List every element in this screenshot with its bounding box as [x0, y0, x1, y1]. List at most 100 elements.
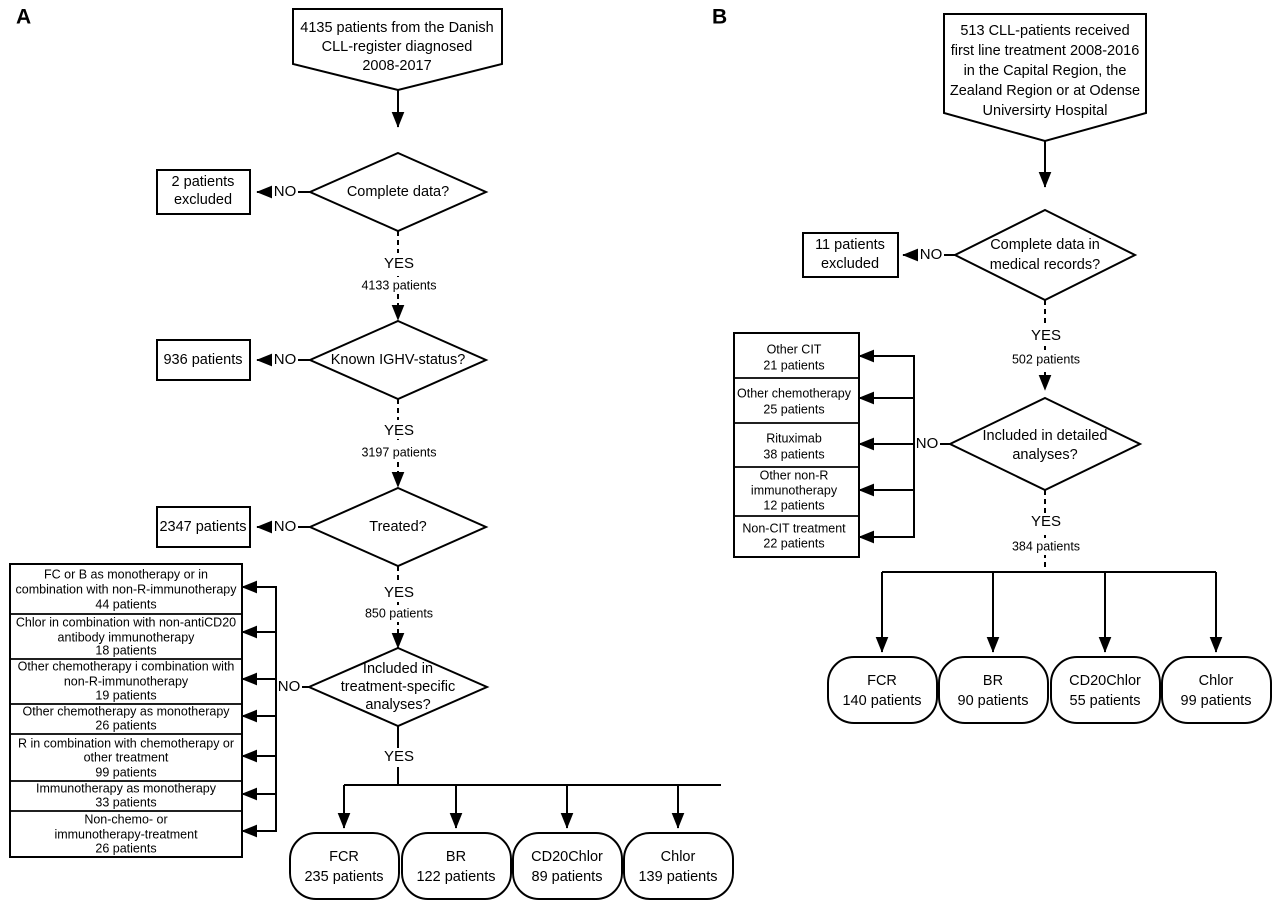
row-line: Non-chemo- or	[84, 812, 167, 826]
panel-b-excluded-row-3: Rituximab 38 patients	[763, 431, 824, 461]
panel-a-excluded-row-6: Immunotherapy as monotherapy 33 patients	[36, 781, 217, 809]
panel-b-outcome-fcr: FCR 140 patients	[827, 656, 938, 724]
panel-a-excluded-box-3	[156, 506, 251, 548]
excluded-2-line-1: 936 patients	[163, 352, 242, 368]
no-label-a-4: NO	[278, 678, 301, 695]
row-line: 38 patients	[763, 447, 824, 461]
row-line: immunotherapy	[751, 483, 838, 497]
source-line-2: first line treatment 2008-2016	[951, 43, 1140, 59]
decision-b1-line-1: Complete data in	[990, 237, 1100, 253]
row-line: Other non-R	[760, 468, 829, 482]
outcome-name: BR	[446, 849, 466, 865]
row-line: 26 patients	[95, 841, 156, 855]
outcome-name: Chlor	[1199, 673, 1234, 689]
decision-2-line-1: Known IGHV-status?	[331, 352, 466, 368]
no-label-a-1: NO	[274, 183, 297, 200]
yes-count-a-1: 4133 patients	[361, 278, 436, 292]
row-line: Other chemotherapy	[737, 386, 852, 400]
excluded-1-line-1: 2 patients	[172, 174, 235, 190]
yes-label-a-1: YES	[384, 255, 414, 272]
panel-b-decision-detailed: Included in detailed analyses?	[947, 396, 1143, 492]
panel-a-decision-ighv: Known IGHV-status?	[307, 319, 489, 401]
row-line: other treatment	[84, 750, 169, 764]
source-line-3: in the Capital Region, the	[964, 63, 1127, 79]
outcome-name: CD20Chlor	[531, 849, 603, 865]
row-line: 18 patients	[95, 643, 156, 657]
row-line: non-R-immunotherapy	[64, 674, 189, 688]
outcome-count: 99 patients	[1181, 693, 1252, 709]
source-line-2: CLL-register diagnosed	[322, 39, 473, 55]
row-line: R in combination with chemotherapy or	[18, 736, 234, 750]
row-line: Other chemotherapy i combination with	[18, 659, 235, 673]
source-line-1: 4135 patients from the Danish	[300, 20, 493, 36]
row-line: 25 patients	[763, 402, 824, 416]
panel-a-excluded-row-4: Other chemotherapy as monotherapy 26 pat…	[22, 704, 230, 732]
yes-label-a-4: YES	[384, 748, 414, 765]
outcome-name: BR	[983, 673, 1003, 689]
decision-3-line-1: Treated?	[369, 519, 427, 535]
outcome-name: FCR	[329, 849, 359, 865]
row-line: Chlor in combination with non-antiCD20	[16, 615, 236, 629]
row-line: Rituximab	[766, 431, 822, 445]
row-line: 44 patients	[95, 597, 156, 611]
panel-b: B 513 CLL-patients received first line t…	[712, 6, 1272, 724]
row-line: Other chemotherapy as monotherapy	[22, 704, 230, 718]
panel-a-excluded-row-5: R in combination with chemotherapy or ot…	[18, 736, 234, 779]
outcome-count: 140 patients	[842, 693, 921, 709]
row-line: 99 patients	[95, 765, 156, 779]
decision-1-line-1: Complete data?	[347, 184, 449, 200]
row-line: 26 patients	[95, 718, 156, 732]
panel-a-excluded-box-2	[156, 339, 251, 381]
panel-b-source-box: 513 CLL-patients received first line tre…	[943, 13, 1147, 143]
row-line: Non-CIT treatment	[742, 521, 846, 535]
outcome-count: 55 patients	[1070, 693, 1141, 709]
decision-4-line-3: analyses?	[365, 697, 430, 713]
panel-a-decision-treated: Treated?	[307, 486, 489, 568]
row-line: FC or B as monotherapy or in	[44, 567, 208, 581]
row-line: Other CIT	[767, 342, 822, 356]
row-line: combination with non-R-immunotherapy	[16, 582, 238, 596]
panel-a-decision-treatment-specific: Included in treatment-specific analyses?	[306, 646, 490, 728]
panel-b-label: B	[712, 6, 727, 29]
panel-a-excluded-row-7: Non-chemo- or immunotherapy-treatment 26…	[54, 812, 198, 855]
excluded-b1-line-2: excluded	[821, 256, 879, 272]
excluded-1-line-2: excluded	[174, 192, 232, 208]
yes-count-a-3: 850 patients	[365, 606, 433, 620]
yes-label-b-2: YES	[1031, 513, 1061, 530]
yes-label-a-2: YES	[384, 422, 414, 439]
excluded-b1-line-1: 11 patients	[815, 237, 885, 253]
panel-a-outcome-cd20chlor: CD20Chlor 89 patients	[512, 832, 623, 900]
panel-a-excluded-row-3: Other chemotherapy i combination with no…	[18, 659, 235, 702]
outcome-count: 235 patients	[304, 869, 383, 885]
decision-b2-line-2: analyses?	[1012, 447, 1077, 463]
source-line-3: 2008-2017	[362, 58, 431, 74]
panel-b-excluded-row-5: Non-CIT treatment 22 patients	[742, 521, 846, 550]
panel-a-excluded-row-1: FC or B as monotherapy or in combination…	[16, 567, 238, 611]
yes-label-b-1: YES	[1031, 327, 1061, 344]
panel-b-excluded-row-2: Other chemotherapy 25 patients	[737, 386, 852, 416]
panel-b-excluded-box-1	[802, 232, 899, 278]
row-line: antibody immunotherapy	[58, 630, 196, 644]
decision-b2-line-1: Included in detailed	[983, 428, 1108, 444]
outcome-count: 89 patients	[532, 869, 603, 885]
outcome-name: FCR	[867, 673, 897, 689]
panel-a-label: A	[16, 6, 31, 29]
panel-b-outcome-chlor: Chlor 99 patients	[1161, 656, 1272, 724]
panel-a-excluded-table	[9, 563, 243, 858]
outcome-count: 90 patients	[958, 693, 1029, 709]
yes-count-b-1: 502 patients	[1012, 352, 1080, 366]
yes-count-a-2: 3197 patients	[361, 445, 436, 459]
panel-a-outcome-fcr: FCR 235 patients	[289, 832, 400, 900]
panel-b-excluded-row-1: Other CIT 21 patients	[763, 342, 824, 372]
panel-b-outcome-br: BR 90 patients	[938, 656, 1049, 724]
no-label-b-2: NO	[916, 435, 939, 452]
source-line-5: Universirty Hospital	[983, 103, 1108, 119]
row-line: immunotherapy-treatment	[54, 827, 198, 841]
row-line: Immunotherapy as monotherapy	[36, 781, 217, 795]
yes-label-a-3: YES	[384, 584, 414, 601]
outcome-count: 122 patients	[416, 869, 495, 885]
no-label-b-1: NO	[920, 246, 943, 263]
no-label-a-2: NO	[274, 351, 297, 368]
